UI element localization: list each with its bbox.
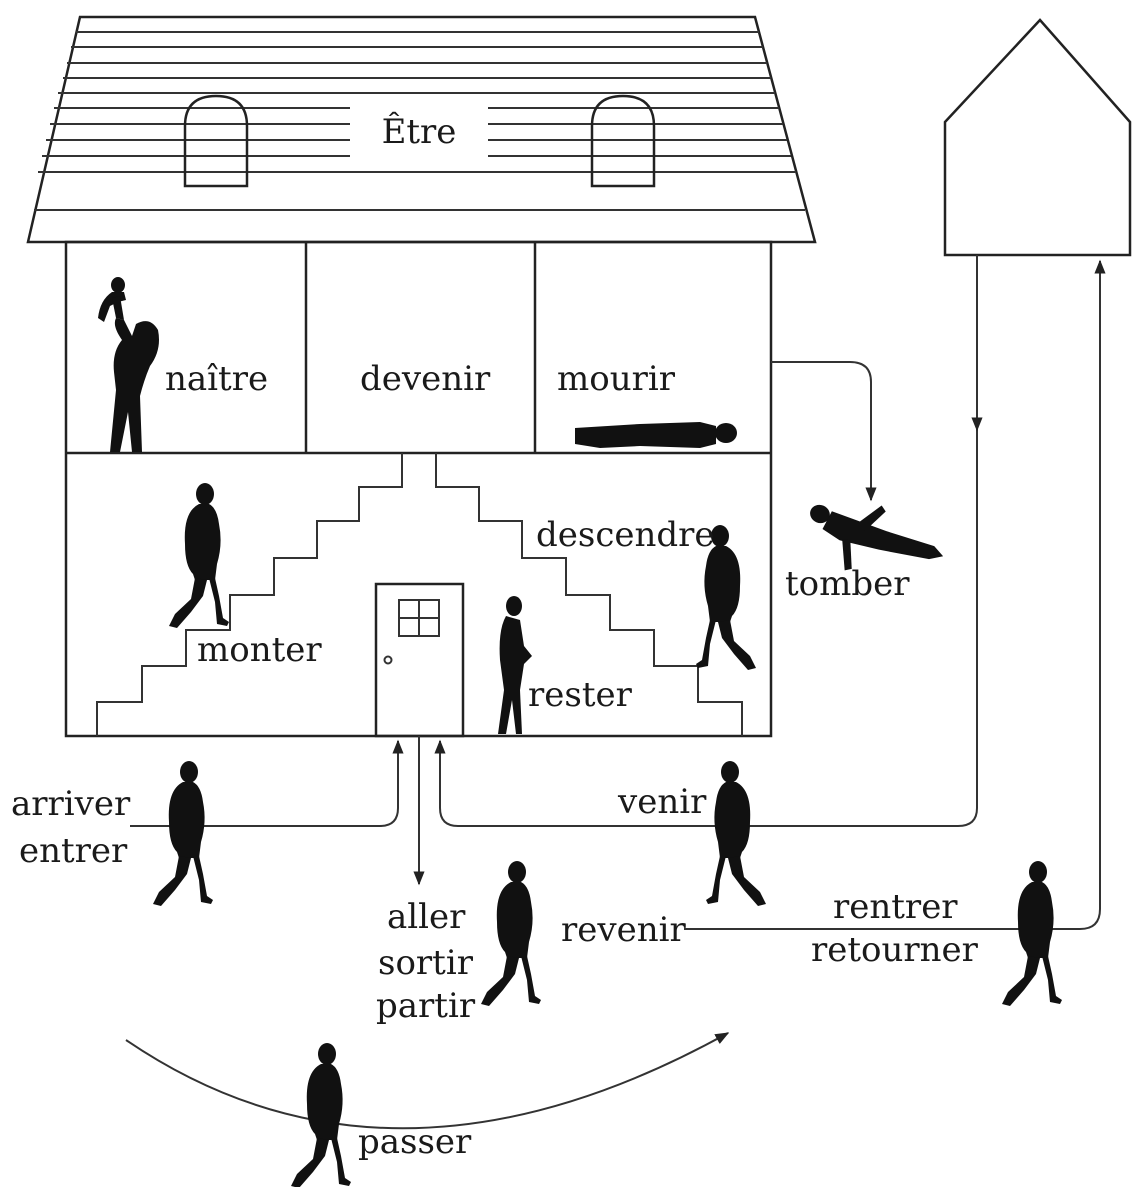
label-descendre: descendre <box>536 515 715 555</box>
label-naitre: naître <box>165 359 268 399</box>
arrow-tomber <box>771 362 871 500</box>
small-house <box>945 20 1130 255</box>
label-rentrer: rentrer <box>833 887 958 927</box>
lying-person-silhouette <box>575 422 737 448</box>
house-title: Être <box>382 111 457 152</box>
standing-rester-silhouette <box>498 596 532 734</box>
label-partir: partir <box>376 986 476 1026</box>
label-tomber: tomber <box>785 564 910 604</box>
label-retourner: retourner <box>811 930 979 970</box>
walker-rentrer-silhouette <box>1002 861 1062 1006</box>
label-arriver: arriver <box>11 784 131 824</box>
silhouettes <box>98 277 1062 1187</box>
verb-labels: naître devenir mourir descendre monter r… <box>11 359 979 1162</box>
label-devenir: devenir <box>360 359 491 399</box>
label-revenir: revenir <box>561 910 686 950</box>
label-monter: monter <box>197 630 322 670</box>
label-passer: passer <box>358 1122 472 1162</box>
label-mourir: mourir <box>557 359 676 399</box>
label-venir: venir <box>617 782 707 822</box>
walker-monter-silhouette <box>169 483 229 628</box>
label-rester: rester <box>528 675 633 715</box>
mother-baby-silhouette <box>98 277 159 452</box>
label-sortir: sortir <box>378 943 474 983</box>
house-body <box>66 242 771 736</box>
label-aller: aller <box>387 897 466 937</box>
walker-venir-silhouette <box>706 761 766 906</box>
walker-arriver-silhouette <box>153 761 213 906</box>
arrow-passer <box>126 1033 728 1128</box>
walker-aller-silhouette <box>481 861 541 1006</box>
walker-passer-silhouette <box>291 1043 351 1187</box>
front-door <box>376 584 463 736</box>
label-entrer: entrer <box>19 831 128 871</box>
roof: Être <box>28 17 815 242</box>
